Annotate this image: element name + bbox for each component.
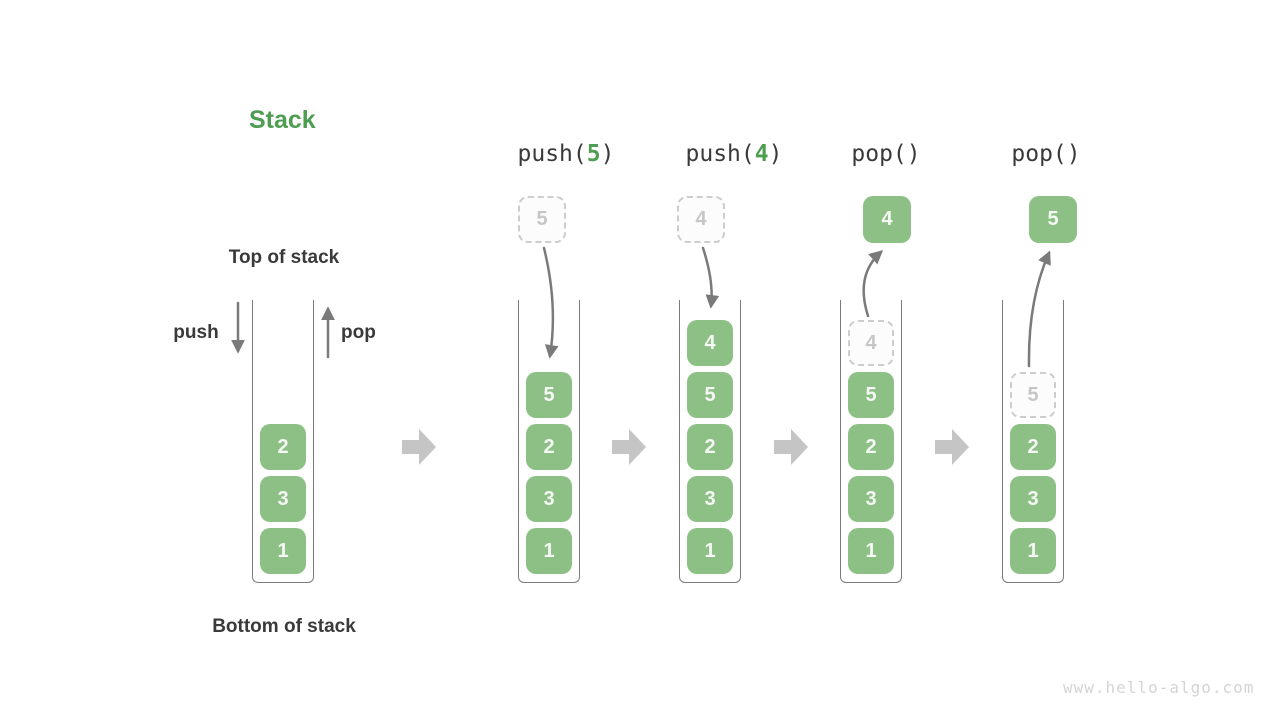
stack-item: 4 [687,320,733,366]
next-stage-arrow-icon [774,429,808,465]
op-suffix: ) [768,141,783,167]
operation-label-push-5: push(5) [486,141,646,167]
stack-item: 2 [687,424,733,470]
stack-item: 1 [848,528,894,574]
operation-label-push-4: push(4) [654,141,814,167]
operation-label-pop-first: pop() [806,141,966,167]
stack-item: 2 [526,424,572,470]
ghost-item: 4 [848,320,894,366]
next-stage-arrow-icon [612,429,646,465]
op-argument: 5 [586,141,601,167]
stack-item: 3 [687,476,733,522]
top-of-stack-label: Top of stack [228,247,340,268]
stack-item: 3 [526,476,572,522]
next-stage-arrow-icon [402,429,436,465]
incoming-item-5: 5 [518,196,566,243]
stack-container-push-5: 5 2 3 1 [518,300,580,583]
ghost-item: 5 [1010,372,1056,418]
stack-container-push-4: 4 5 2 3 1 [679,300,741,583]
stack-item: 3 [260,476,306,522]
op-prefix: pop() [851,141,921,167]
incoming-item-4: 4 [677,196,725,243]
next-stage-arrow-icon [935,429,969,465]
op-prefix: push( [517,141,587,167]
operation-label-pop-second: pop() [966,141,1126,167]
stack-item: 5 [687,372,733,418]
stack-item: 3 [1010,476,1056,522]
stack-item: 3 [848,476,894,522]
popped-item-5: 5 [1029,196,1077,243]
op-prefix: pop() [1011,141,1081,167]
op-prefix: push( [685,141,755,167]
stack-container-pop-5: 5 2 3 1 [1002,300,1064,583]
stack-item: 2 [848,424,894,470]
push-4-flow-arrow-icon [701,246,720,309]
stack-item: 2 [1010,424,1056,470]
stack-item: 1 [1010,528,1056,574]
stack-item: 5 [848,372,894,418]
diagram-title: Stack [249,106,316,134]
stack-container-pop-4: 4 5 2 3 1 [840,300,902,583]
stack-item: 5 [526,372,572,418]
stack-item: 1 [526,528,572,574]
popped-item-4: 4 [863,196,911,243]
watermark: www.hello-algo.com [1063,678,1255,697]
push-label: push [173,322,219,343]
op-suffix: ) [600,141,615,167]
op-argument: 4 [754,141,769,167]
stack-item: 1 [260,528,306,574]
stack-item: 2 [260,424,306,470]
pop-label: pop [341,322,376,343]
stack-item: 1 [687,528,733,574]
bottom-of-stack-label: Bottom of stack [212,616,356,637]
stack-container-initial: 2 3 1 [252,300,314,583]
